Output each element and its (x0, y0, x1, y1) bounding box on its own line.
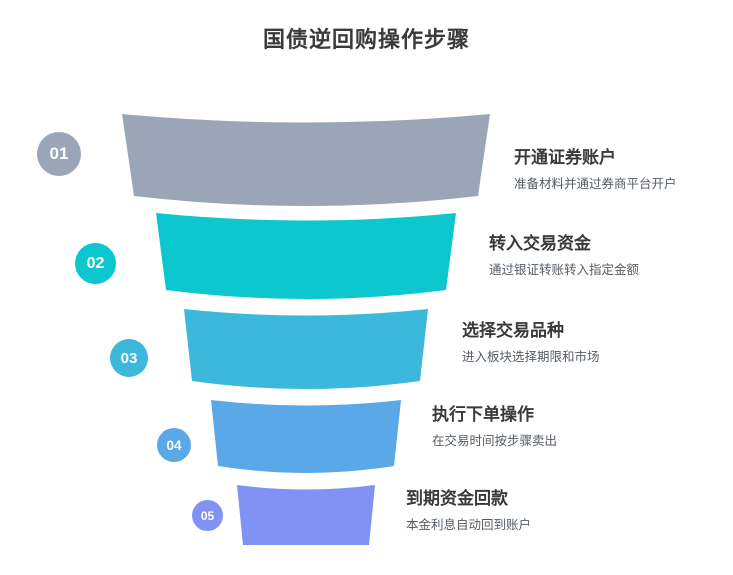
step-label-5: 到期资金回款 本金利息自动回到账户 (406, 488, 531, 533)
step-label-3: 选择交易品种 进入板块选择期限和市场 (462, 320, 600, 365)
step-label-5-description: 本金利息自动回到账户 (406, 518, 532, 533)
step-label-2: 转入交易资金 通过银证转账转入指定金额 (489, 233, 639, 278)
step-badge-4-number: 04 (166, 437, 182, 453)
step-label-1-title: 开通证券账户 (514, 148, 616, 167)
step-badge-1-number: 01 (49, 144, 69, 163)
step-badge-2-number: 02 (86, 254, 105, 272)
funnel-segment-5[interactable] (237, 485, 375, 545)
step-label-4-description: 在交易时间按步骤卖出 (432, 434, 558, 449)
step-badge-1[interactable]: 01 (37, 132, 81, 176)
step-badge-2[interactable]: 02 (75, 243, 116, 284)
step-label-3-title: 选择交易品种 (462, 321, 564, 340)
step-badge-5-number: 05 (200, 508, 215, 523)
funnel-segment-2[interactable] (156, 213, 456, 299)
step-label-5-title: 到期资金回款 (406, 489, 508, 508)
step-label-2-title: 转入交易资金 (489, 234, 591, 253)
funnel-segment-4[interactable] (211, 400, 401, 473)
step-label-1-description: 准备材料并通过券商平台开户 (514, 177, 677, 192)
step-label-2-description: 通过银证转账转入指定金额 (489, 263, 640, 278)
funnel-segment-1[interactable] (122, 114, 490, 206)
step-label-4-title: 执行下单操作 (432, 405, 534, 424)
page-title: 国债逆回购操作步骤 (262, 27, 470, 52)
step-badge-3-number: 03 (120, 349, 138, 367)
step-badge-3[interactable]: 03 (110, 339, 148, 377)
funnel-segment-3[interactable] (184, 309, 428, 389)
step-label-1: 开通证券账户 准备材料并通过券商平台开户 (514, 147, 677, 192)
step-badge-5[interactable]: 05 (192, 500, 223, 531)
step-label-4: 执行下单操作 在交易时间按步骤卖出 (432, 404, 557, 449)
step-badge-4[interactable]: 04 (157, 428, 191, 462)
step-label-3-description: 进入板块选择期限和市场 (462, 350, 600, 365)
